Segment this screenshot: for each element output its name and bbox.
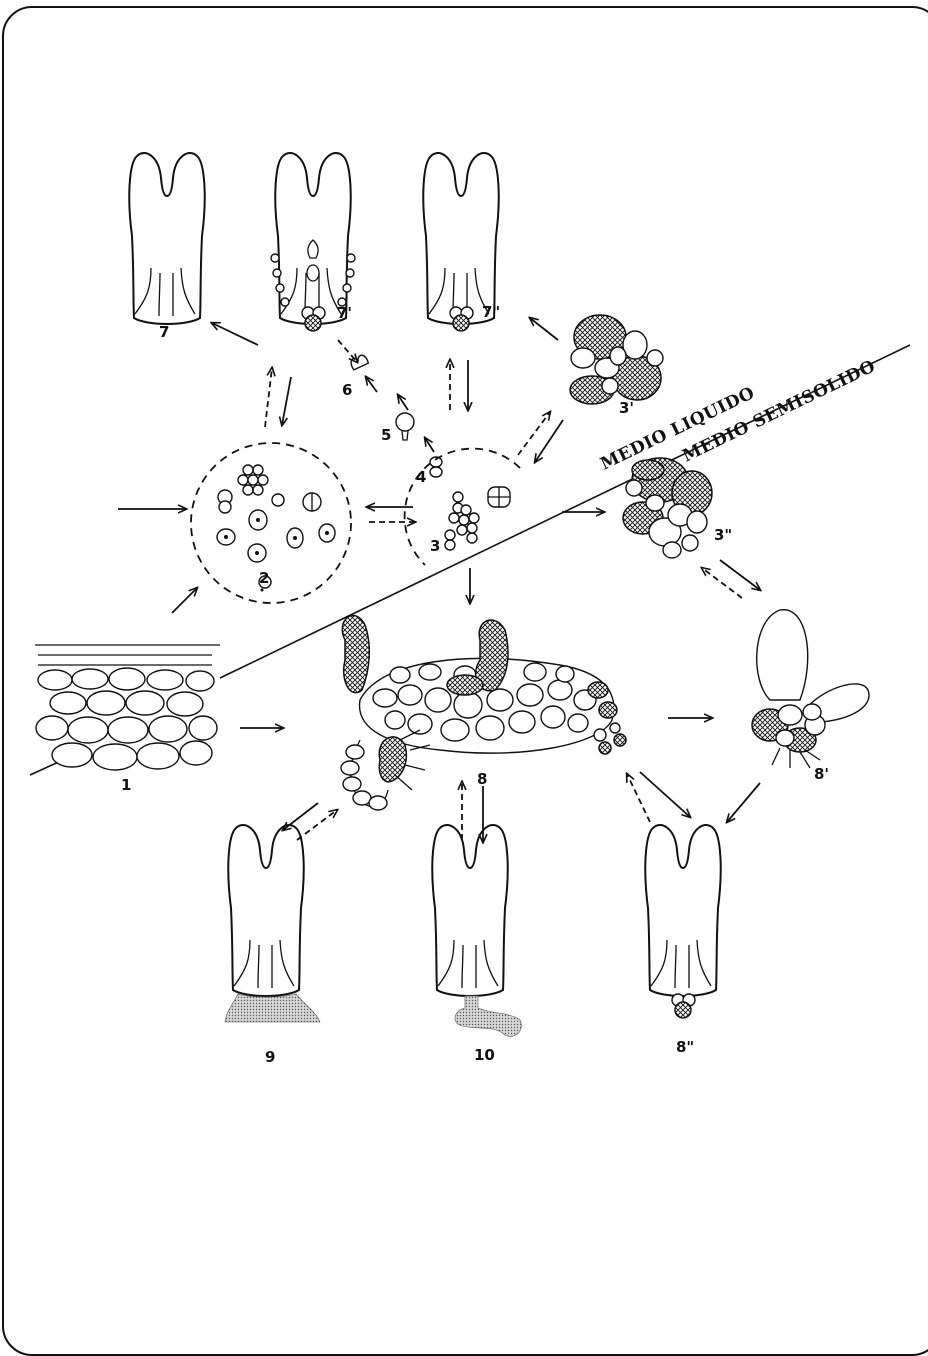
germinating-cluster-8-prime [752,610,869,768]
explant-tissue-1 [35,645,220,770]
label-7-prime: 7' [337,304,352,322]
plantlet-7 [129,153,204,324]
cell-cluster-3-double-prime [623,458,712,558]
cell-cluster-3-prime [570,315,663,404]
label-2: 2 [259,569,269,587]
label-1: 1 [121,776,131,794]
suspension-cells-2 [217,465,335,592]
label-3-prime: 3' [619,399,634,417]
globular-embryo-5 [396,413,414,440]
label-7: 7 [159,323,169,341]
label-8: 8 [477,770,487,788]
plantlet-8-double-prime [645,825,720,1018]
label-9: 9 [265,1048,275,1066]
plantlet-9 [228,825,303,996]
label-10: 10 [474,1046,495,1064]
label-8-double-prime: 8" [676,1038,694,1056]
label-6: 6 [342,381,352,399]
label-5: 5 [381,426,391,444]
callus-base-9 [225,994,320,1022]
label-3: 3 [430,537,440,555]
cell-aggregates-3 [445,487,510,550]
plantlet-10 [432,825,507,996]
label-3-double-prime: 3" [714,526,732,544]
suspension-culture-2 [191,443,351,603]
label-7-double-prime: 7" [482,303,500,321]
callus-base-10 [455,996,521,1036]
label-8-prime: 8' [814,765,829,783]
